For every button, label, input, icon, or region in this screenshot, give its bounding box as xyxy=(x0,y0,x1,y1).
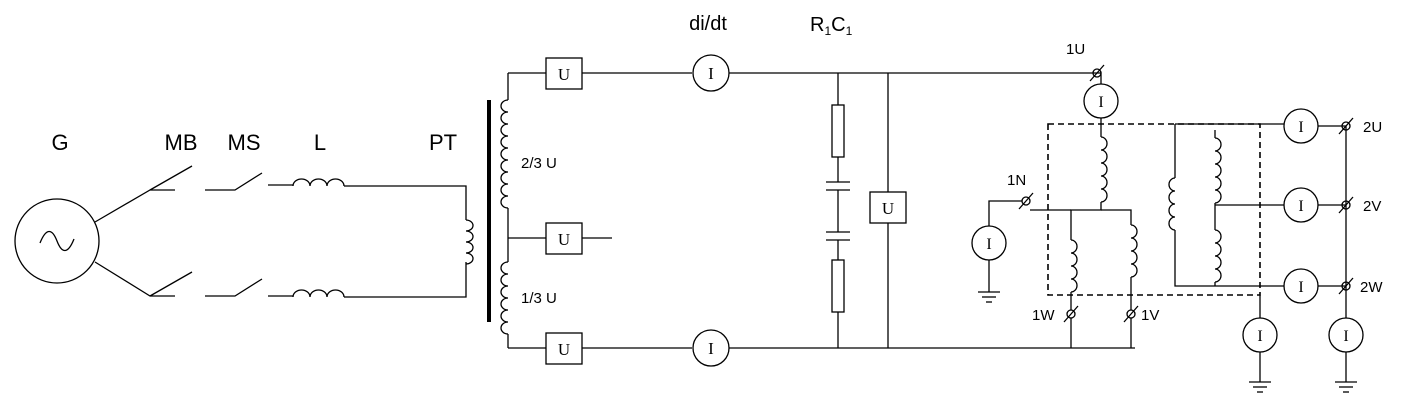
terminal-1v: 1V xyxy=(1123,305,1159,348)
current-meter-2u: I xyxy=(1283,108,1319,144)
generator: G xyxy=(14,130,100,284)
svg-text:U: U xyxy=(558,65,570,84)
wire-bottom-lead xyxy=(94,261,175,297)
test-transformer-primary xyxy=(1070,136,1138,310)
svg-text:I: I xyxy=(1298,119,1303,136)
svg-text:U: U xyxy=(882,199,894,218)
svg-text:I: I xyxy=(1257,328,1262,345)
di-dt-current-meter: I xyxy=(692,54,730,92)
wire-top-lead xyxy=(94,189,175,223)
voltage-meter-bottom: U xyxy=(545,332,583,365)
svg-text:U: U xyxy=(558,340,570,359)
voltage-meter-parallel: U xyxy=(869,191,907,224)
label-tap-one-third: 1/3 U xyxy=(521,290,557,307)
svg-text:I: I xyxy=(986,236,991,253)
ground-2n xyxy=(1335,352,1357,393)
wire-primary-bottom xyxy=(350,262,467,298)
ground-tank xyxy=(1249,352,1271,393)
rc-snubber: R1C1 xyxy=(810,14,853,348)
label-power-transformer: PT xyxy=(429,130,457,155)
voltage-meter-top: U xyxy=(545,57,583,90)
svg-text:U: U xyxy=(558,230,570,249)
current-meter-tank: I xyxy=(1242,317,1278,353)
wire-secondary-outputs xyxy=(1318,125,1346,287)
svg-text:1U: 1U xyxy=(1066,41,1085,58)
svg-text:2U: 2U xyxy=(1363,119,1382,136)
terminal-1w: 1W xyxy=(1032,305,1079,348)
test-transformer-secondary xyxy=(1168,123,1286,287)
label-generator: G xyxy=(51,130,68,155)
svg-text:1N: 1N xyxy=(1007,172,1026,189)
svg-text:2V: 2V xyxy=(1363,198,1381,215)
svg-text:1V: 1V xyxy=(1141,307,1159,324)
terminal-1u: 1U xyxy=(1066,41,1105,82)
terminal-1n: 1N xyxy=(988,172,1071,226)
current-meter-1n: I xyxy=(971,225,1007,261)
svg-text:I: I xyxy=(708,339,714,358)
wire-primary-top xyxy=(350,185,467,220)
svg-text:I: I xyxy=(1298,198,1303,215)
label-make-switch: MS xyxy=(228,130,261,155)
svg-text:I: I xyxy=(1343,328,1348,345)
svg-text:2W: 2W xyxy=(1360,279,1383,296)
make-switch: MS xyxy=(205,130,263,297)
bottom-current-meter: I xyxy=(692,329,730,367)
svg-text:I: I xyxy=(708,64,714,83)
svg-text:I: I xyxy=(1298,279,1303,296)
label-tap-two-thirds: 2/3 U xyxy=(521,155,557,172)
current-meter-1u: I xyxy=(1083,83,1119,119)
svg-text:1W: 1W xyxy=(1032,307,1055,324)
current-meter-2w: I xyxy=(1283,268,1319,304)
label-inductor: L xyxy=(314,130,326,155)
series-inductor: L xyxy=(268,130,350,298)
svg-text:I: I xyxy=(1098,94,1103,111)
label-di-dt: di/dt xyxy=(689,13,727,35)
label-main-breaker: MB xyxy=(165,130,198,155)
voltage-meter-mid: U xyxy=(545,222,583,255)
current-meter-2v: I xyxy=(1283,187,1319,223)
label-rc: R1C1 xyxy=(810,14,853,38)
power-transformer: PT 2/3 U 1/3 U xyxy=(429,73,557,348)
ground-1n xyxy=(978,260,1000,303)
main-breaker: MB xyxy=(149,130,198,297)
current-meter-2n: I xyxy=(1328,317,1364,353)
